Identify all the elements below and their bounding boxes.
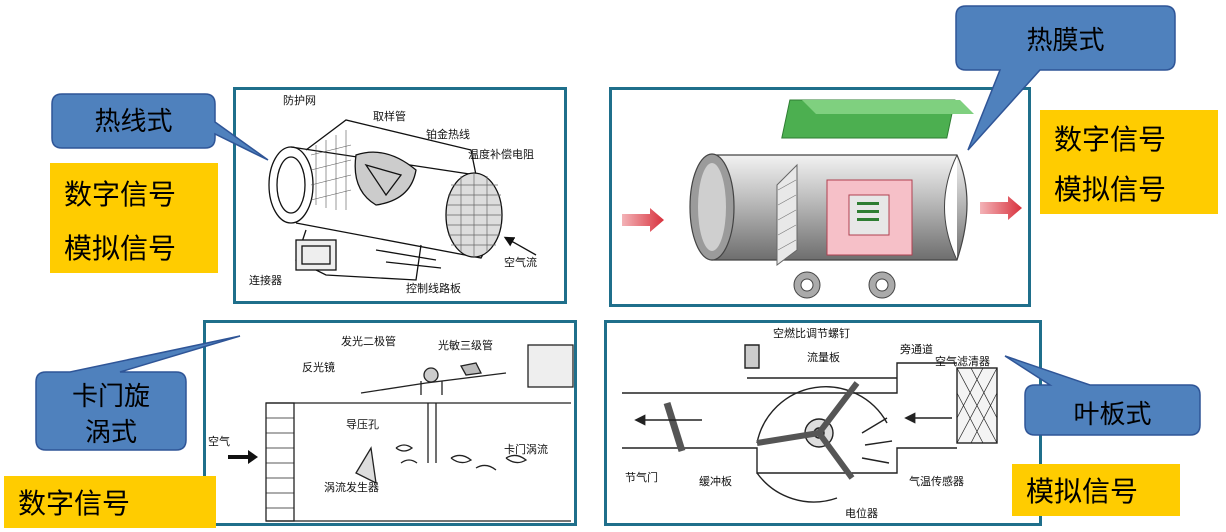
label-air-temp-sensor: 气温传感器	[909, 475, 964, 488]
label-damper-plate: 缓冲板	[699, 475, 732, 488]
vane-callout-shape	[1004, 355, 1201, 436]
label-temp-comp-resistor: 温度补偿电阻	[468, 148, 534, 161]
label-mixture-screw: 空燃比调节螺钉	[773, 327, 850, 340]
label-flow-plate: 流量板	[807, 351, 840, 364]
label-led: 发光二极管	[341, 335, 396, 348]
hot-wire-signal-badge: 数字信号 模拟信号	[50, 163, 218, 273]
karman-callout-shape	[35, 335, 241, 451]
hot-film-badge-line-1: 数字信号	[1054, 123, 1167, 156]
hot-film-diagram-frame	[609, 87, 1031, 307]
hot-wire-badge-line-1: 数字信号	[64, 178, 177, 211]
label-bypass: 旁通道	[900, 343, 933, 356]
hot-wire-sensor-illustration	[268, 119, 537, 281]
label-guard-net: 防护网	[283, 94, 316, 107]
vane-sensor-illustration	[622, 344, 998, 503]
label-throttle: 节气门	[625, 471, 658, 484]
hot-wire-diagram-frame: 防护网 取样管 铂金热线 温度补偿电阻 空气流 连接器 控制线路板	[233, 87, 567, 304]
hot-film-sensor-illustration	[622, 99, 1022, 299]
label-control-board: 控制线路板	[406, 282, 461, 295]
label-vortex-generator: 涡流发生器	[324, 481, 379, 494]
label-air-flow: 空气流	[504, 256, 537, 269]
vane-signal-badge: 模拟信号	[1012, 464, 1180, 516]
vane-badge-line-1: 模拟信号	[1026, 475, 1139, 508]
label-connector: 连接器	[249, 274, 282, 287]
label-pressure-hole: 导压孔	[346, 418, 379, 431]
karman-callout-line-2: 涡式	[84, 418, 137, 448]
hot-film-badge-line-2: 模拟信号	[1054, 173, 1167, 206]
vane-callout: 叶板式	[1073, 400, 1152, 430]
karman-vortex-sensor-illustration	[228, 344, 574, 522]
karman-badge-line-1: 数字信号	[18, 487, 131, 520]
label-phototransistor: 光敏三级管	[438, 339, 493, 352]
label-sampling-tube: 取样管	[373, 110, 406, 123]
label-air-filter: 空气滤清器	[935, 355, 990, 368]
hot-film-callout: 热膜式	[1026, 26, 1105, 56]
karman-callout-line-1: 卡门旋	[71, 382, 150, 412]
label-potentiometer: 电位器	[845, 507, 878, 520]
karman-vortex-diagram-frame: 发光二极管 光敏三级管 反光镜 导压孔 空气 卡门涡流 涡流发生器	[203, 320, 577, 526]
hot-wire-callout: 热线式	[94, 107, 173, 137]
karman-signal-badge: 数字信号	[4, 476, 216, 528]
hot-wire-callout-shape	[51, 93, 269, 161]
label-platinum-wire: 铂金热线	[426, 128, 470, 141]
label-mirror: 反光镜	[302, 361, 335, 374]
label-karman-vortex: 卡门涡流	[504, 443, 548, 456]
vane-diagram-frame: 空燃比调节螺钉 旁通道 流量板 空气滤清器 节气门 缓冲板 气温传感器 电位器	[604, 320, 1042, 526]
hot-film-callout-shape	[955, 5, 1176, 151]
label-air: 空气	[208, 435, 230, 448]
hot-wire-badge-line-2: 模拟信号	[64, 232, 177, 265]
hot-film-signal-badge: 数字信号 模拟信号	[1040, 110, 1218, 214]
